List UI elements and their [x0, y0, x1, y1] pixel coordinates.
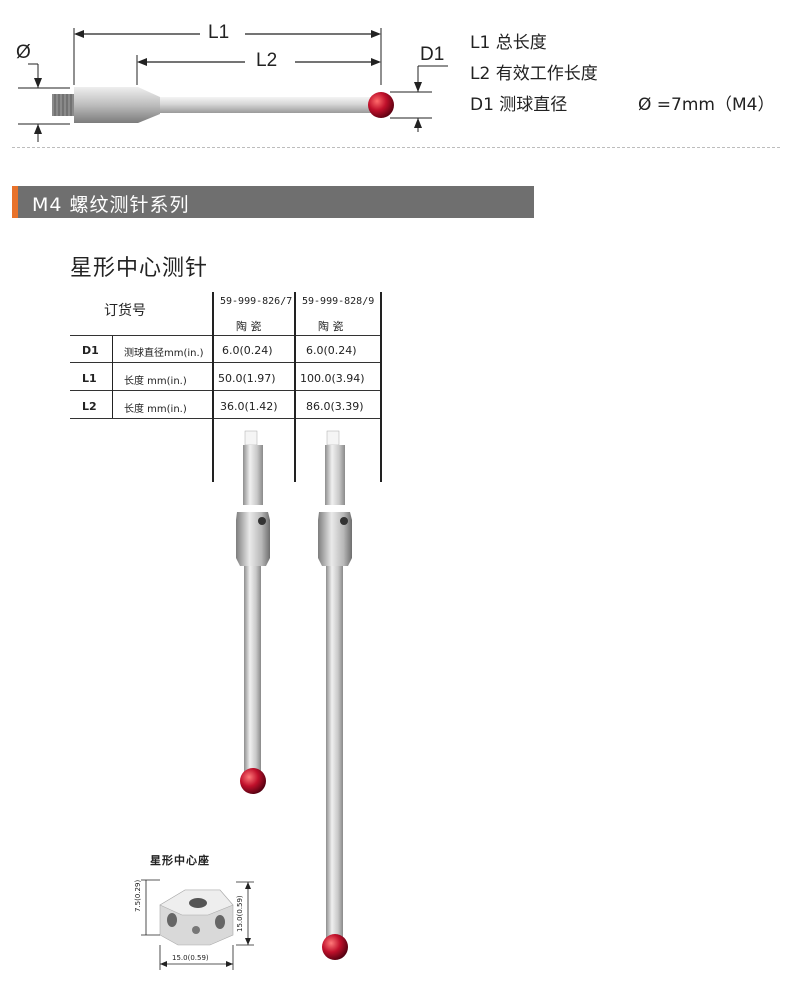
row-key: D1: [82, 344, 99, 357]
legend-l1: L1 总长度: [470, 33, 547, 53]
row-key: L2: [82, 400, 97, 413]
table-separator: [380, 292, 382, 482]
row-value: 50.0(1.97): [218, 372, 276, 385]
star-center-caption: 星形中心座: [150, 854, 210, 867]
ruby-ball: [240, 768, 266, 794]
dim-label-phi: Ø: [16, 42, 31, 63]
dim-label-l1: L1: [208, 22, 230, 43]
dim-label-d1: D1: [420, 44, 445, 65]
table-rule: [70, 335, 382, 336]
stylus-shaft: [160, 97, 372, 113]
legend-d1: D1 测球直径: [470, 95, 568, 115]
star-center-block: [141, 879, 254, 970]
stylus-dimension-diagram: [18, 28, 448, 142]
spec-table: 订货号 59-999-826/7 59-999-828/9 陶 瓷 陶 瓷 D1…: [70, 290, 390, 490]
legend-l2: L2 有效工作长度: [470, 64, 598, 84]
table-separator: [294, 292, 296, 482]
column-material: 陶 瓷: [236, 320, 262, 333]
stylus-828-9: [318, 430, 352, 960]
table-separator: [212, 292, 214, 482]
section-title: M4 螺纹测针系列: [32, 194, 190, 216]
row-desc: 长度 mm(in.): [124, 376, 187, 387]
row-value: 36.0(1.42): [220, 400, 278, 413]
row-key: L1: [82, 372, 97, 385]
column-part-no: 59-999-826/7: [220, 296, 293, 307]
table-rule: [70, 390, 382, 391]
row-value: 100.0(3.94): [300, 372, 365, 385]
row-value: 6.0(0.24): [222, 344, 273, 357]
row-value: 6.0(0.24): [306, 344, 357, 357]
table-rule: [70, 418, 382, 419]
order-no-label: 订货号: [104, 303, 146, 319]
dim-height-small: 7.5(0.29): [134, 879, 142, 912]
table-rule: [70, 362, 382, 363]
column-part-no: 59-999-828/9: [302, 296, 375, 307]
dim-label-l2: L2: [256, 50, 278, 71]
row-value: 86.0(3.39): [306, 400, 364, 413]
dim-width: 15.0(0.59): [172, 954, 209, 962]
dim-height: 15.0(0.59): [236, 895, 244, 932]
row-desc: 测球直径mm(in.): [124, 348, 204, 359]
section-accent: [12, 186, 18, 218]
table-separator: [112, 336, 113, 418]
stylus-826-7: [236, 430, 270, 794]
ruby-ball: [322, 934, 348, 960]
column-material: 陶 瓷: [318, 320, 344, 333]
stylus-body: [74, 87, 138, 123]
section-divider: [12, 147, 780, 149]
row-desc: 长度 mm(in.): [124, 404, 187, 415]
ruby-ball: [368, 92, 394, 118]
section-header-bar: M4 螺纹测针系列: [12, 186, 534, 218]
product-title: 星形中心测针: [70, 256, 209, 281]
legend-thread-note: Ø =7mm（M4）: [638, 95, 775, 115]
